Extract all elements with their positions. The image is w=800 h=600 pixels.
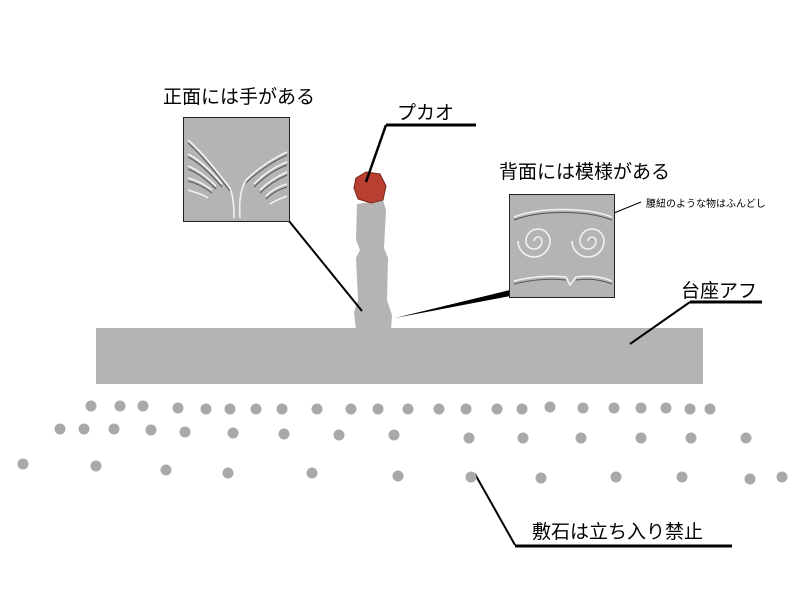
back-note-pointer — [613, 201, 642, 214]
back-detail-panel — [509, 194, 615, 298]
stone-dot — [278, 428, 290, 440]
platform-label: 台座アフ — [681, 280, 758, 302]
moai-statue — [354, 200, 392, 330]
stone-dot — [345, 403, 357, 415]
stone-dot — [460, 403, 472, 415]
stone-dot — [276, 403, 288, 415]
pukao-label: プカオ — [397, 102, 455, 124]
stone-dot — [402, 403, 414, 415]
stone-dot — [635, 432, 647, 444]
stone-dot — [222, 467, 234, 479]
stone-dot — [744, 473, 756, 485]
stone-dot — [85, 400, 97, 412]
stone-dot — [463, 432, 475, 444]
stone-dot — [535, 472, 547, 484]
stone-dot — [684, 403, 696, 415]
paving-stones — [17, 400, 788, 485]
stone-dot — [517, 432, 529, 444]
stone-dot — [685, 432, 697, 444]
stone-dot — [740, 432, 752, 444]
stone-dot — [660, 402, 672, 414]
platform-pointer-line — [629, 301, 691, 345]
stones-label: 敷石は立ち入り禁止 — [532, 521, 704, 543]
back-pattern-image — [513, 208, 613, 287]
stone-dot — [306, 467, 318, 479]
stone-dot — [160, 464, 172, 476]
stone-dot — [137, 400, 149, 412]
stone-dot — [227, 427, 239, 439]
stone-dot — [577, 402, 589, 414]
stone-dot — [179, 426, 191, 438]
hands-carving-image — [187, 139, 288, 219]
stone-dot — [676, 471, 688, 483]
stone-dot — [388, 429, 400, 441]
stones-pointer-line — [474, 473, 516, 546]
back-note-label: 腰紐のような物はふんどし — [646, 199, 766, 210]
stone-dot — [250, 403, 262, 415]
stone-dot — [200, 403, 212, 415]
stone-dot — [114, 400, 126, 412]
stone-dot — [224, 403, 236, 415]
back-label: 背面には模様がある — [499, 161, 671, 183]
stone-dot — [635, 402, 647, 414]
stone-dot — [78, 423, 90, 435]
stone-dot — [54, 423, 66, 435]
stone-dot — [372, 403, 384, 415]
front-label: 正面には手がある — [163, 86, 316, 108]
stone-dot — [17, 458, 29, 470]
stone-dot — [776, 471, 788, 483]
stone-dot — [608, 402, 620, 414]
stone-dot — [465, 471, 477, 483]
stone-dot — [433, 403, 445, 415]
stone-dot — [108, 423, 120, 435]
stone-dot — [575, 432, 587, 444]
stone-dot — [516, 403, 528, 415]
stone-dot — [90, 460, 102, 472]
ahu-platform — [96, 328, 703, 384]
front-detail-panel — [183, 117, 290, 222]
stone-dot — [333, 429, 345, 441]
stone-dot — [491, 403, 503, 415]
pukao-topknot — [353, 171, 387, 204]
stone-dot — [544, 401, 556, 413]
stone-dot — [704, 403, 716, 415]
stone-dot — [145, 424, 157, 436]
stone-dot — [610, 471, 622, 483]
back-pointer-wedge — [395, 290, 510, 318]
stone-dot — [392, 470, 404, 482]
pukao-pointer-line — [364, 124, 388, 183]
stone-dot — [311, 403, 323, 415]
front-pointer-line — [288, 220, 363, 312]
stone-dot — [172, 402, 184, 414]
